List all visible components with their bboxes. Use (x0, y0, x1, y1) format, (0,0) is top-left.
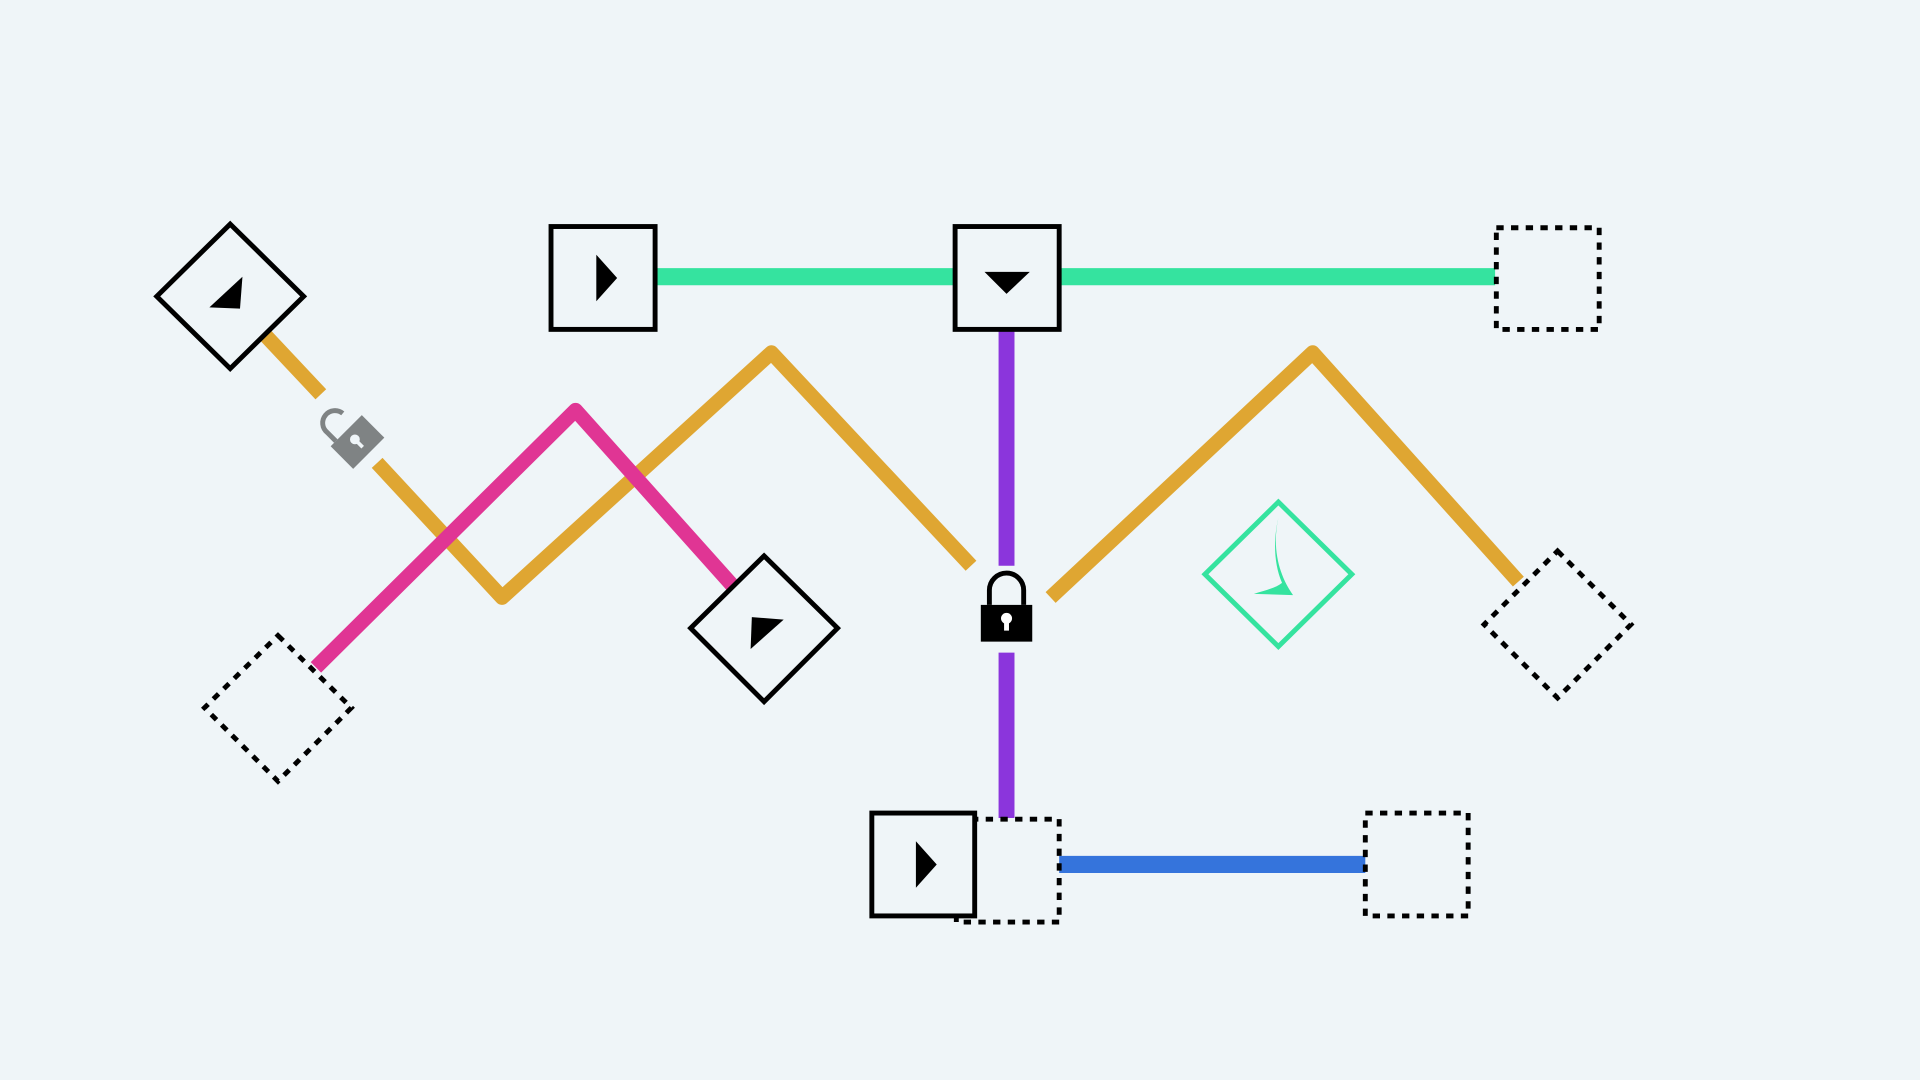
diamond-emitter-middle[interactable] (687, 552, 842, 706)
padlock-icon[interactable] (980, 570, 1033, 642)
target-diamond-right[interactable] (1480, 547, 1635, 702)
target-square-top-right[interactable] (1493, 225, 1602, 332)
target-square-bottom-right[interactable] (1362, 810, 1471, 919)
unlocked-padlock-icon[interactable] (312, 397, 385, 469)
goal-complete (1201, 498, 1356, 650)
diamond-emitter-top-left[interactable] (153, 220, 308, 373)
arrow-up-left-icon (209, 276, 243, 309)
orange-beam-segment (371, 345, 977, 605)
checkmark-icon (1253, 517, 1294, 596)
arrow-down-icon (984, 271, 1030, 294)
orange-beam (257, 328, 1524, 605)
orange-beam-segment (257, 328, 327, 400)
pink-beam (310, 402, 738, 673)
square-splitter-top[interactable] (952, 224, 1062, 332)
orange-beam-segment (1045, 345, 1524, 603)
square-emitter-top[interactable] (548, 224, 658, 332)
square-emitter-bottom[interactable] (869, 810, 978, 919)
arrow-right-icon (596, 254, 618, 302)
target-diamond-bottom-left[interactable] (201, 632, 355, 785)
arrow-right-icon (915, 841, 937, 888)
arrow-icon (750, 617, 784, 649)
